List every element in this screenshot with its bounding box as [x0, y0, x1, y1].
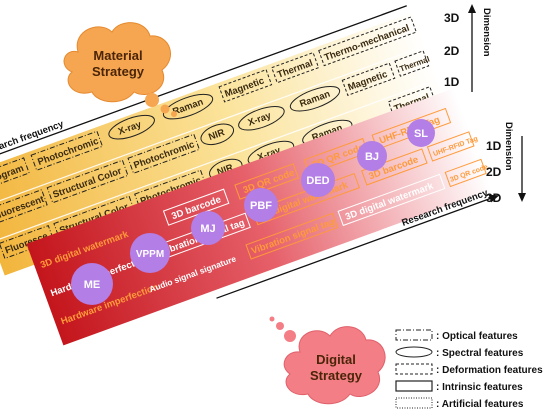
- tag-photochromic: [30, 130, 104, 171]
- cloud-bubble: [145, 93, 159, 107]
- tag-structural-color: [46, 159, 129, 204]
- digital-level-3d: 3D: [486, 191, 502, 205]
- method-pbf-circle: [244, 188, 278, 222]
- legend-deformation: : Deformation features: [395, 363, 543, 376]
- legend-artificial-swatch: [395, 397, 433, 409]
- tag-magnetic: [218, 69, 273, 103]
- legend-optical-swatch: [395, 329, 433, 341]
- tag-3d-barcode: [361, 148, 428, 186]
- method-bj-circle: [357, 141, 387, 171]
- legend-deformation-label: : Deformation features: [436, 365, 543, 376]
- method-pbf: PBF: [244, 188, 278, 222]
- tag-hologram: [0, 157, 30, 192]
- method-vppm: VPPM: [130, 233, 170, 273]
- tag-xray: [238, 105, 285, 131]
- legend-intrinsic-swatch: [395, 380, 433, 392]
- method-me: ME: [71, 263, 113, 305]
- material-cloud-line2: Strategy: [92, 64, 145, 79]
- cloud-bubble: [284, 330, 296, 342]
- method-sl: SL: [407, 119, 435, 147]
- tag-uhf-rfid: [426, 131, 475, 162]
- material-band-fill: [0, 11, 452, 276]
- cloud-bubble: [171, 111, 177, 117]
- digital-frequency-arrowhead: [488, 194, 500, 203]
- digital-level-2d: 2D: [486, 165, 502, 179]
- digital-level-1d: 1D: [486, 139, 502, 153]
- digital-dimension-arrowhead: [518, 193, 526, 202]
- method-mj-label: MJ: [200, 223, 215, 235]
- method-me-label: ME: [84, 279, 101, 291]
- tag-xray: [108, 114, 155, 140]
- method-me-circle: [71, 263, 113, 305]
- digital-dimension-label: Dimension: [503, 122, 514, 171]
- material-dimension-axis: 3D 2D 1D Dimension: [444, 4, 492, 92]
- digital-cloud-shape: [283, 326, 386, 405]
- method-sl-label: SL: [414, 128, 428, 140]
- material-cloud-line1: Material: [93, 48, 142, 63]
- digital-cloud-line1: Digital: [316, 352, 356, 367]
- legend-spectral-swatch: [395, 346, 433, 358]
- material-level-3d: 3D: [444, 11, 460, 25]
- material-dimension-label: Dimension: [481, 8, 492, 57]
- tag-thermal: [394, 50, 430, 77]
- digital-dimension-axis: Dimension 1D 2D 3D: [486, 122, 526, 205]
- method-mj: MJ: [191, 211, 225, 245]
- method-ded-circle: [301, 163, 335, 197]
- legend-spectral-label: : Spectral features: [436, 348, 524, 359]
- method-mj-circle: [191, 211, 225, 245]
- legend-intrinsic-label: : Intrinsic features: [436, 382, 523, 393]
- tag-raman: [162, 93, 214, 120]
- digital-frequency-arrow: [216, 196, 494, 299]
- material-row-divider: [0, 44, 427, 209]
- method-pbf-label: PBF: [250, 200, 272, 212]
- method-vppm-circle: [130, 233, 170, 273]
- material-level-2d: 2D: [444, 44, 460, 58]
- legend-optical: : Optical features: [395, 329, 518, 342]
- digital-cloud-line2: Strategy: [310, 368, 363, 383]
- method-sl-circle: [407, 119, 435, 147]
- legend-optical-label: : Optical features: [436, 331, 518, 342]
- am-methods: ME VPPM MJ PBF DED BJ SL: [71, 119, 435, 305]
- legend-deformation-swatch: [395, 363, 433, 375]
- legend-artificial: : Artificial features: [395, 397, 524, 410]
- tag-nir-label: NIR: [207, 127, 226, 143]
- method-ded: DED: [301, 163, 335, 197]
- tag-fluorescent: [0, 189, 48, 226]
- method-ded-label: DED: [306, 175, 329, 187]
- method-vppm-label: VPPM: [136, 249, 164, 260]
- tag-3d-qr-code: [234, 163, 299, 200]
- tag-nir: [200, 123, 235, 146]
- legend-spectral: : Spectral features: [395, 346, 524, 359]
- legend-artificial-label: : Artificial features: [436, 399, 524, 410]
- legend-intrinsic: : Intrinsic features: [395, 380, 523, 393]
- tag-3d-digital-watermark: [337, 173, 446, 227]
- tag-photochromic: [127, 133, 200, 174]
- material-strategy-cloud: Material Strategy: [63, 22, 177, 117]
- method-bj: BJ: [357, 141, 387, 171]
- cloud-bubble: [160, 104, 170, 114]
- material-row-divider: [0, 78, 439, 243]
- method-bj-label: BJ: [365, 151, 379, 163]
- legend: : Optical features : Spectral features :…: [395, 329, 543, 410]
- material-cloud-shape: [63, 22, 171, 103]
- cloud-bubble: [276, 322, 284, 330]
- tag-thermal: [271, 51, 320, 84]
- cloud-bubble: [269, 316, 275, 322]
- tag-vibration-signal: [245, 212, 339, 260]
- material-dimension-arrowhead: [468, 4, 476, 13]
- material-level-1d: 1D: [444, 75, 460, 89]
- digital-strategy-cloud: Digital Strategy: [269, 316, 386, 405]
- material-frequency-arrow: [0, 5, 407, 168]
- tag-3d-qr-code: [444, 158, 487, 188]
- tag-raman: [289, 85, 341, 112]
